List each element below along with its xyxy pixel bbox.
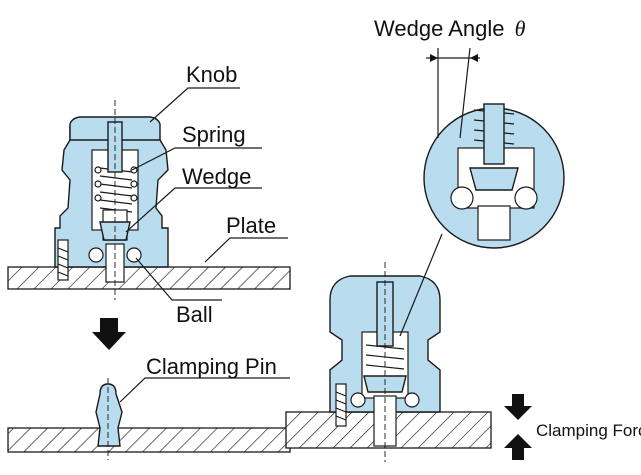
spring-label: Spring (182, 122, 246, 147)
left-clamp-assembly (7, 100, 291, 300)
detail-magnifier (399, 103, 565, 337)
left-ball-r (126, 247, 142, 263)
wedge-angle-label: Wedge Angle θ (374, 16, 526, 41)
clamping-pin-label: Clamping Pin (146, 354, 277, 379)
clamping-pin (95, 383, 123, 447)
clamping-force-label: Clamping Force (536, 421, 641, 440)
theta-symbol: θ (515, 16, 526, 41)
wedge-angle-text: Wedge Angle (374, 16, 504, 41)
left-ball-l (88, 247, 104, 263)
left-leaders (125, 87, 288, 301)
force-down-arrow-icon (504, 394, 532, 420)
down-arrow-icon (92, 318, 126, 350)
right-clamp-assembly (285, 262, 492, 462)
force-up-arrow-icon (504, 434, 532, 460)
left-plate (7, 266, 291, 290)
wedge-label: Wedge (182, 164, 251, 189)
wedge-angle-indicator (426, 47, 480, 139)
plate-label: Plate (226, 213, 276, 238)
knob-label: Knob (186, 62, 237, 87)
clamping-pin-assembly (7, 377, 291, 460)
pin-plate (7, 427, 291, 453)
ball-label: Ball (176, 302, 213, 327)
